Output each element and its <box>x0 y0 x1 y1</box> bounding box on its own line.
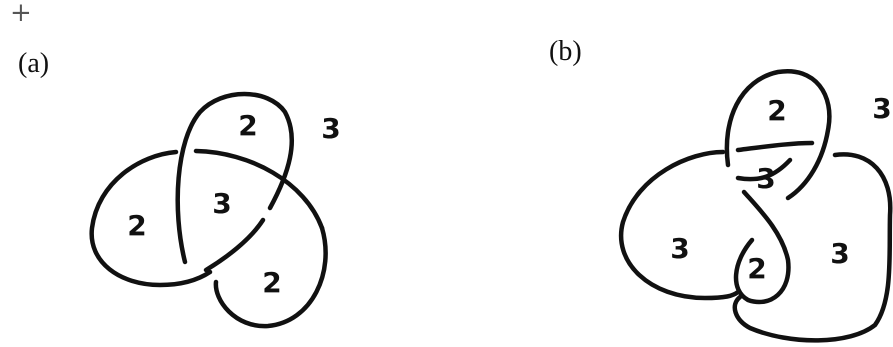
panel-b-strand-right-loop <box>732 152 893 343</box>
panel-b-region-outer: 3 <box>872 92 891 125</box>
panel-b-label: (b) <box>549 36 582 67</box>
panel-a-region-top: 2 <box>238 109 257 142</box>
panel-b-strand-inner-link <box>735 157 793 182</box>
plus-mark: + <box>10 0 32 28</box>
panel-b-strand-top-loop <box>724 68 832 201</box>
panel-b-region-top: 2 <box>767 94 786 127</box>
panel-b-region-bottom: 2 <box>747 252 766 285</box>
panel-b-strand-crossbar <box>735 140 815 153</box>
panel-a-region-outer: 3 <box>321 112 340 145</box>
panel-b-strand-middle-twist <box>733 189 791 305</box>
panel-a-strand-left-lobe <box>89 149 213 288</box>
panel-b-knot: 2 3 3 3 2 3 <box>619 68 893 343</box>
panel-a-strand-lower-link <box>203 217 266 273</box>
panel-a-label: (a) <box>18 48 50 79</box>
panel-a-knot: 2 3 2 2 3 <box>89 91 341 329</box>
panel-b-strand-left-loop <box>619 149 741 301</box>
panel-b-region-right: 3 <box>830 237 849 270</box>
panel-a-strand-right-lobe <box>213 225 328 329</box>
panel-a-strand-upper-arc <box>193 148 325 231</box>
panel-a-region-center: 3 <box>212 187 231 220</box>
panel-a-region-bottom: 2 <box>262 266 281 299</box>
panel-a-strand-top-lobe <box>175 91 294 265</box>
panel-b-region-center: 3 <box>756 162 775 195</box>
panel-a-region-left: 2 <box>127 209 146 242</box>
panel-b-region-left: 3 <box>670 232 689 265</box>
